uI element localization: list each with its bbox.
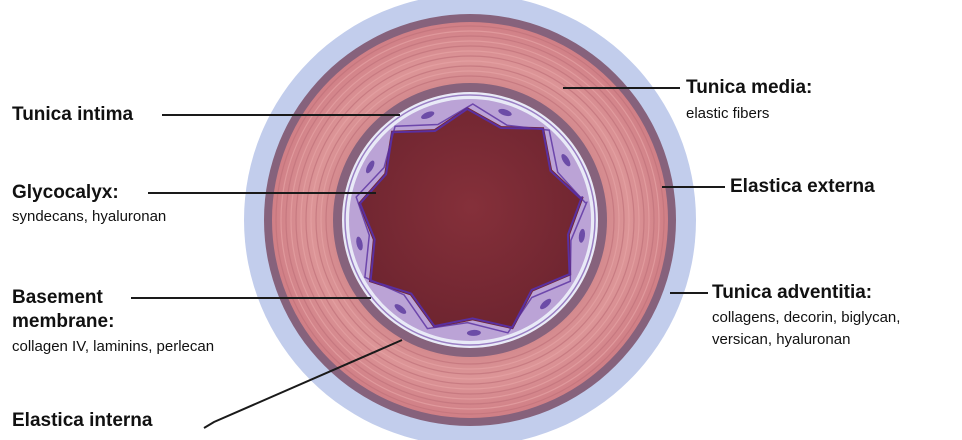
tunica-adventitia-sublabel-line1: collagens, decorin, biglycan, [712, 309, 900, 327]
tunica-adventitia-sublabel-line2: versican, hyaluronan [712, 331, 850, 349]
tunica-intima-label: Tunica intima [12, 104, 133, 126]
elastica-interna-label: Elastica interna [12, 410, 152, 432]
basement-membrane-sublabel: collagen IV, laminins, perlecan [12, 338, 214, 356]
tunica-media-label: Tunica media: [686, 77, 812, 99]
basement-membrane-label-line2: membrane: [12, 311, 114, 333]
tunica-media-sublabel: elastic fibers [686, 105, 769, 123]
elastica-externa-label: Elastica externa [730, 176, 875, 198]
basement-membrane-label-line1: Basement [12, 287, 103, 309]
glycocalyx-sublabel: syndecans, hyaluronan [12, 208, 166, 226]
tunica-adventitia-label: Tunica adventitia: [712, 282, 872, 304]
glycocalyx-label: Glycocalyx: [12, 182, 119, 204]
